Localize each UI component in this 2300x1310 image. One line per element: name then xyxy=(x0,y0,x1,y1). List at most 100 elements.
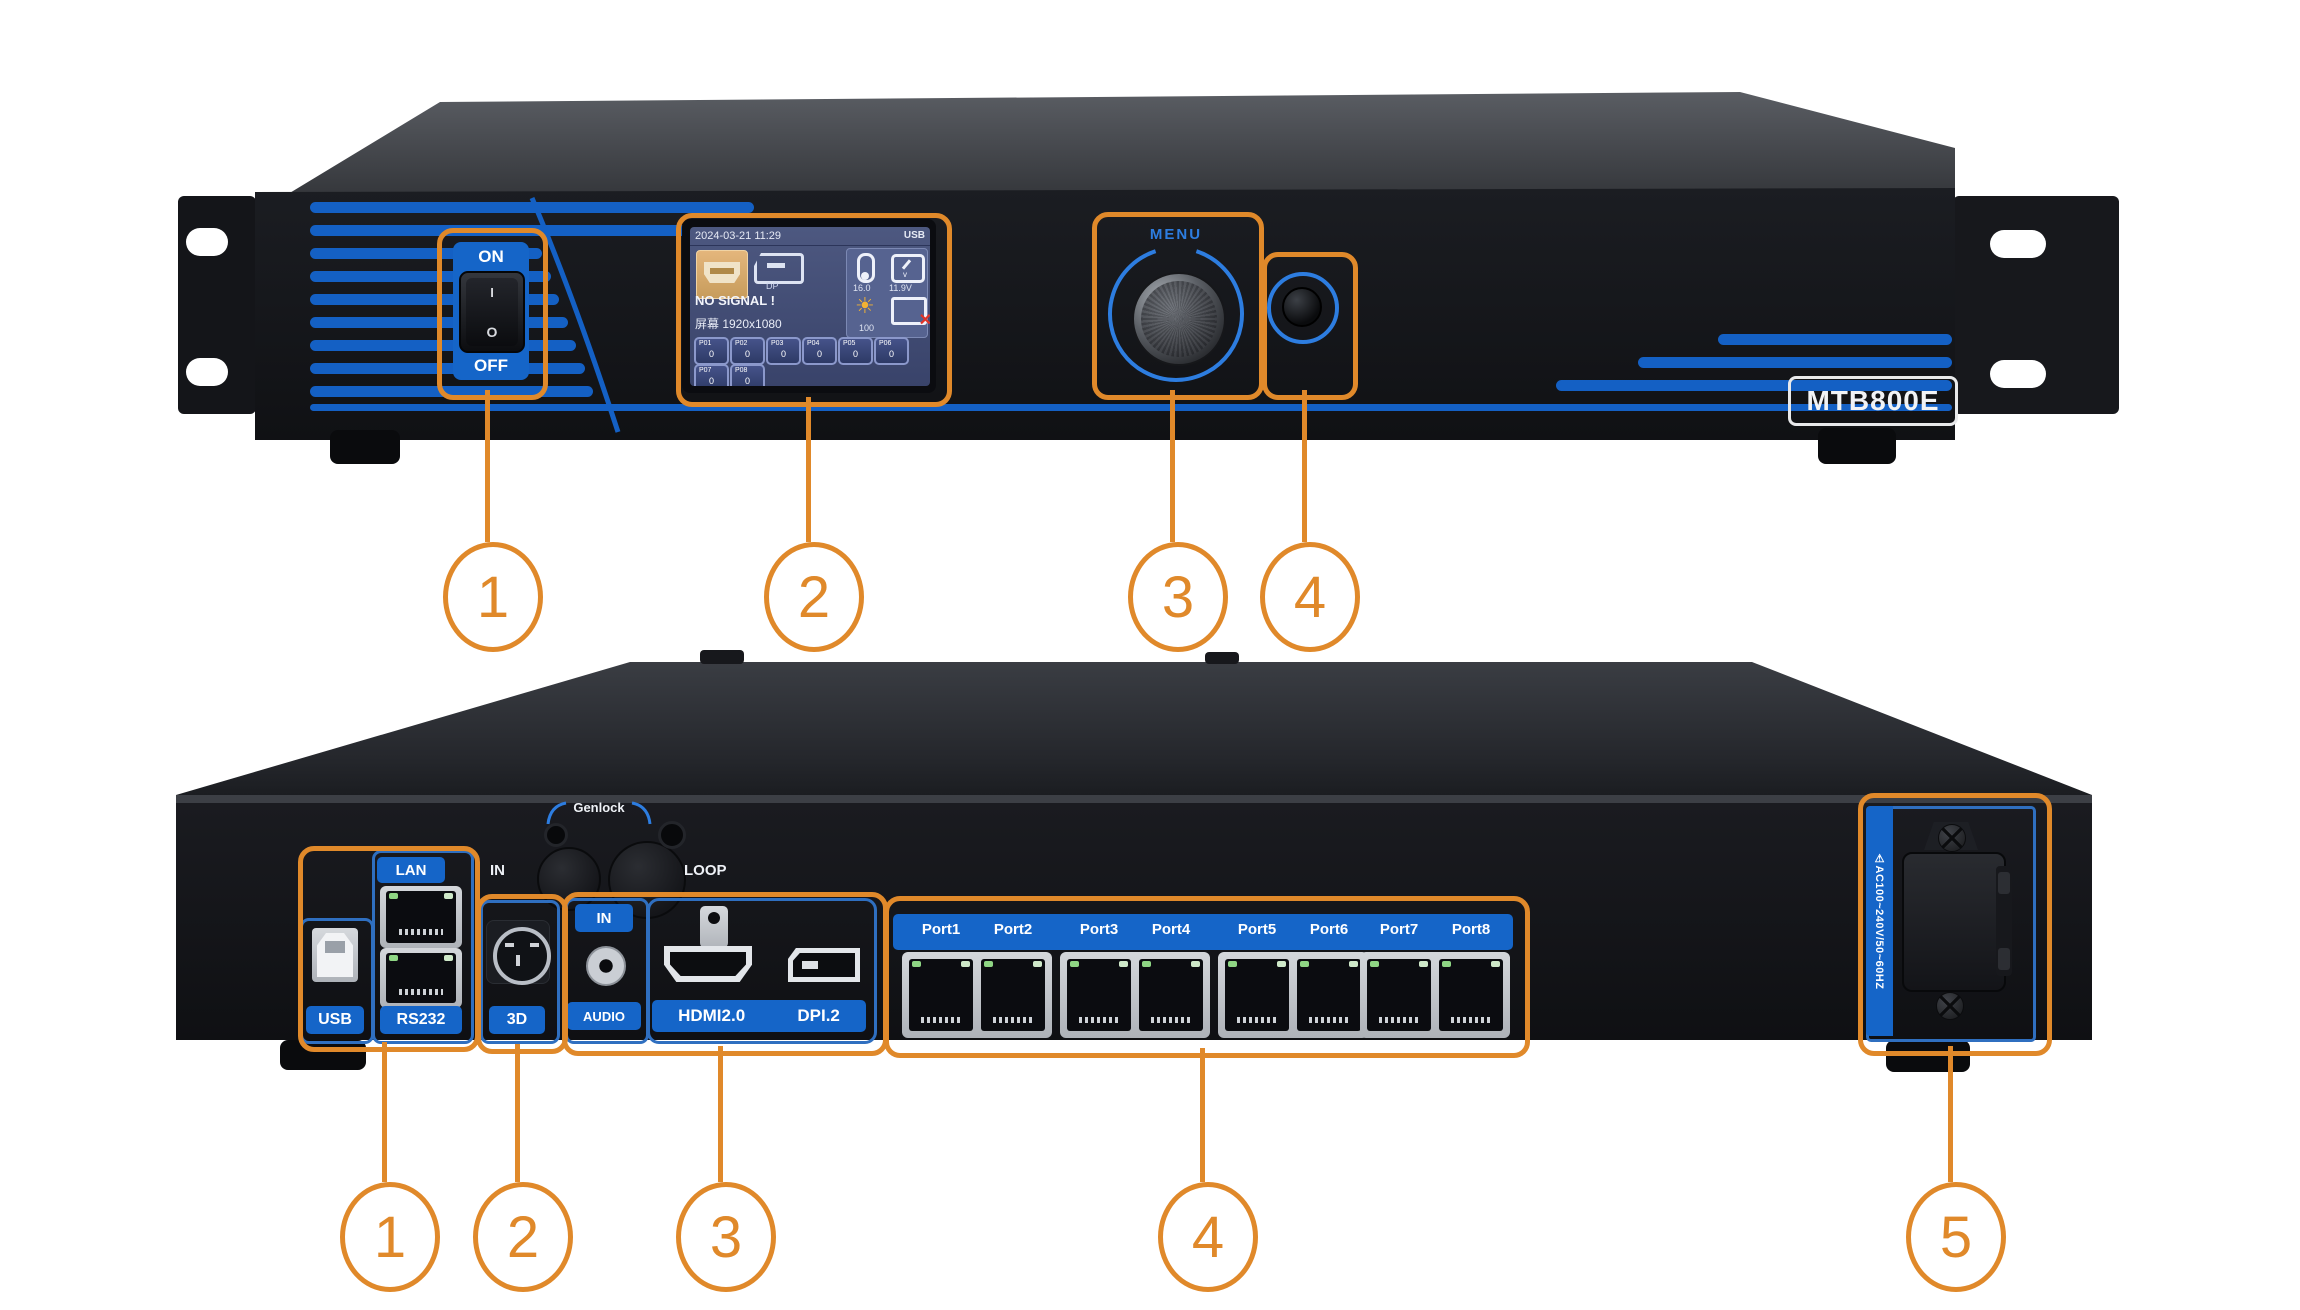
voltage-meter-icon: v xyxy=(891,254,925,283)
power-cover-hinge xyxy=(1996,866,2012,976)
callout-box-av-inputs xyxy=(562,892,888,1056)
menu-label: MENU xyxy=(1149,226,1203,243)
screen-usb-status: USB xyxy=(903,230,925,241)
callout-box-ethernet xyxy=(884,896,1530,1058)
ethernet-port-pair-bezel xyxy=(902,952,1052,1038)
ethernet-port-pair-bezel xyxy=(1360,952,1510,1038)
front-right-ear-hole-top xyxy=(1990,230,2046,258)
rear-callout-5: 5 xyxy=(1906,1182,2006,1292)
ethernet-port-pair-bezel xyxy=(1060,952,1210,1038)
screen-disconnect-icon: ✕ xyxy=(891,297,930,329)
ethernet-port xyxy=(1225,959,1289,1031)
front-foot-right xyxy=(1818,428,1896,464)
hdmi-label: HDMI2.0 xyxy=(678,1006,746,1025)
decorative-stripe xyxy=(310,248,542,259)
resolution-text: 屏幕 1920x1080 xyxy=(695,317,782,331)
front-callout-2: 2 xyxy=(764,542,864,652)
rear-bevel-edge xyxy=(176,795,2092,805)
callout-box-back-button xyxy=(1262,252,1358,400)
power-rating-text: ⚠AC100~240V/50~60HZ xyxy=(1873,852,1885,990)
callout-box-usb-lan xyxy=(298,846,480,1052)
genlock-loop-label: LOOP xyxy=(684,862,727,879)
lan-label: LAN xyxy=(377,857,445,883)
front-right-ear-hole-bottom xyxy=(1990,360,2046,388)
brightness-value: 100 xyxy=(859,323,875,333)
power-screw-bottom xyxy=(1936,992,1964,1020)
power-screw-top xyxy=(1938,824,1966,852)
model-plate: MTB800E xyxy=(1788,376,1958,426)
decorative-stripe xyxy=(1556,380,1952,391)
hdmi-port xyxy=(664,946,752,982)
rear-callout-2: 2 xyxy=(473,1182,573,1292)
audio-label: AUDIO xyxy=(567,1002,641,1030)
no-signal-text: NO SIGNAL ! xyxy=(695,293,775,308)
callout-box-menu-knob xyxy=(1092,212,1264,400)
brightness-icon: ☀ xyxy=(855,293,875,318)
badge-value: 0 xyxy=(888,349,894,359)
usb-b-port xyxy=(312,928,358,982)
back-button-ring xyxy=(1267,272,1339,344)
rear-callout-4: 4 xyxy=(1158,1182,1258,1292)
dp-source-label: DP xyxy=(766,281,779,291)
ethernet-port-label: Port7 xyxy=(1379,921,1419,938)
ethernet-port xyxy=(1367,959,1431,1031)
rear-top-tab-left xyxy=(700,650,744,664)
power-rocker-switch[interactable]: I O xyxy=(459,271,525,353)
genlock-bracket-right xyxy=(631,801,652,825)
ethernet-port-label: Port6 xyxy=(1309,921,1349,938)
temperature-value: 16.0 xyxy=(853,283,871,293)
decorative-stripe xyxy=(1638,357,1952,368)
dp-label: DPI.2 xyxy=(797,1006,840,1025)
ethernet-port-label: Port5 xyxy=(1237,921,1277,938)
menu-knob[interactable] xyxy=(1132,272,1226,366)
decorative-stripe xyxy=(310,202,754,213)
ethernet-port xyxy=(1439,959,1503,1031)
rear-callout-1: 1 xyxy=(340,1182,440,1292)
power-rating-strip: ⚠AC100~240V/50~60HZ xyxy=(1866,806,1893,1036)
front-diagonal-accent-line xyxy=(529,197,621,433)
badge-value: 0 xyxy=(744,376,750,386)
rear-top-face xyxy=(176,662,2092,795)
back-button[interactable] xyxy=(1282,287,1322,327)
genlock-screw-hole-loop xyxy=(658,821,686,849)
decorative-stripe xyxy=(310,340,576,351)
decorative-stripe xyxy=(310,363,585,374)
rocker-on-mark: I xyxy=(490,285,494,300)
dp-source-icon xyxy=(754,253,804,284)
power-on-label: ON xyxy=(478,247,504,266)
audio-jack xyxy=(586,946,626,986)
screen-datetime: 2024-03-21 11:29 xyxy=(695,230,782,242)
usb-label: USB xyxy=(306,1006,364,1034)
video-input-outline xyxy=(647,898,877,1044)
genlock-label: Genlock xyxy=(573,800,625,815)
callout-box-power-switch xyxy=(437,228,548,400)
genlock-bracket-left xyxy=(546,801,567,825)
lan-port xyxy=(380,886,462,948)
ethernet-port xyxy=(1297,959,1361,1031)
front-callout-4: 4 xyxy=(1260,542,1360,652)
badge-label: P05 xyxy=(843,340,856,347)
badge-value: 0 xyxy=(708,349,714,359)
video-label-band: HDMI2.0 DPI.2 xyxy=(652,1000,866,1032)
ethernet-port-label: Port4 xyxy=(1151,921,1191,938)
front-left-ear-hole-bottom xyxy=(186,358,228,386)
ethernet-port-label: Port1 xyxy=(921,921,961,938)
callout-box-lcd xyxy=(676,213,952,407)
thermometer-icon xyxy=(857,253,875,283)
rear-callout-3: 3 xyxy=(676,1182,776,1292)
voltage-value: 11.9V xyxy=(889,283,912,293)
three-d-label: 3D xyxy=(489,1006,545,1034)
badge-value: 0 xyxy=(852,349,858,359)
model-name: MTB800E xyxy=(1806,385,1940,416)
front-foot-left xyxy=(330,430,400,464)
genlock-screw-hole-in xyxy=(544,823,568,847)
badge-value: 0 xyxy=(780,349,786,359)
